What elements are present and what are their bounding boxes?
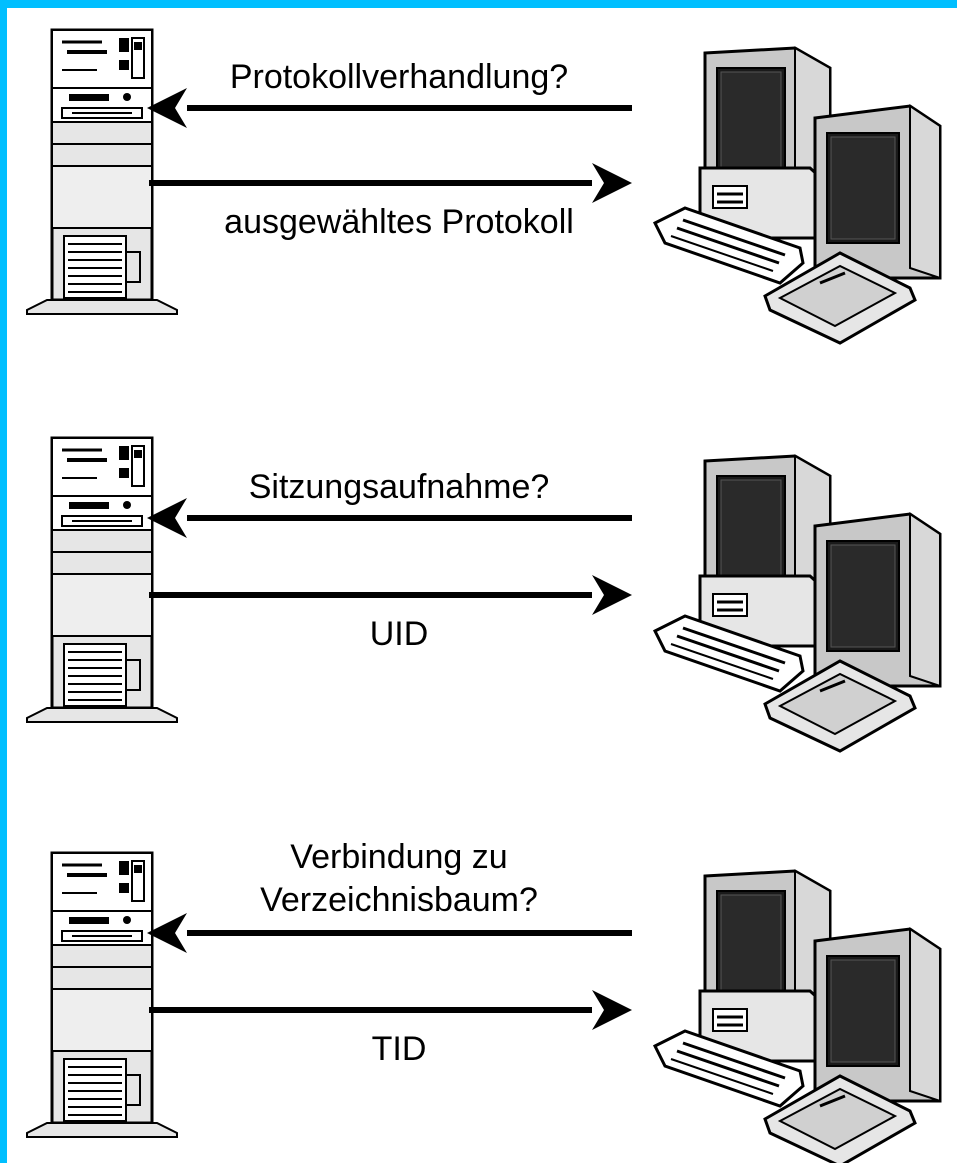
response-arrow-head	[592, 163, 632, 203]
server-tower-icon	[25, 851, 179, 1139]
request-arrow-head	[147, 498, 187, 538]
request-arrow-head	[147, 88, 187, 128]
exchange-1: Protokollverhandlung? ausgewähltes Proto…	[25, 28, 942, 345]
workstation-icon	[653, 454, 942, 753]
request-label-line-2: Verzeichnisbaum?	[260, 881, 538, 919]
server-tower-icon	[25, 436, 179, 724]
diagram-canvas: Protokollverhandlung? ausgewähltes Proto…	[7, 8, 957, 1163]
workstation-icon	[653, 869, 942, 1163]
request-label-line-1: Verbindung zu	[290, 838, 507, 876]
request-arrow-head	[147, 913, 187, 953]
response-label: UID	[370, 615, 429, 653]
request-label: Sitzungsaufnahme?	[249, 468, 550, 506]
response-label: TID	[372, 1030, 427, 1068]
exchange-3: Verbindung zu Verzeichnisbaum? TID	[25, 838, 942, 1163]
server-tower-icon	[25, 28, 179, 316]
request-label: Protokollverhandlung?	[230, 58, 568, 96]
response-arrow-head	[592, 575, 632, 615]
exchange-2: Sitzungsaufnahme? UID	[25, 436, 942, 753]
response-label: ausgewähltes Protokoll	[224, 203, 574, 241]
workstation-icon	[653, 46, 942, 345]
response-arrow-head	[592, 990, 632, 1030]
smb-session-diagram: Protokollverhandlung? ausgewähltes Proto…	[25, 28, 942, 1163]
